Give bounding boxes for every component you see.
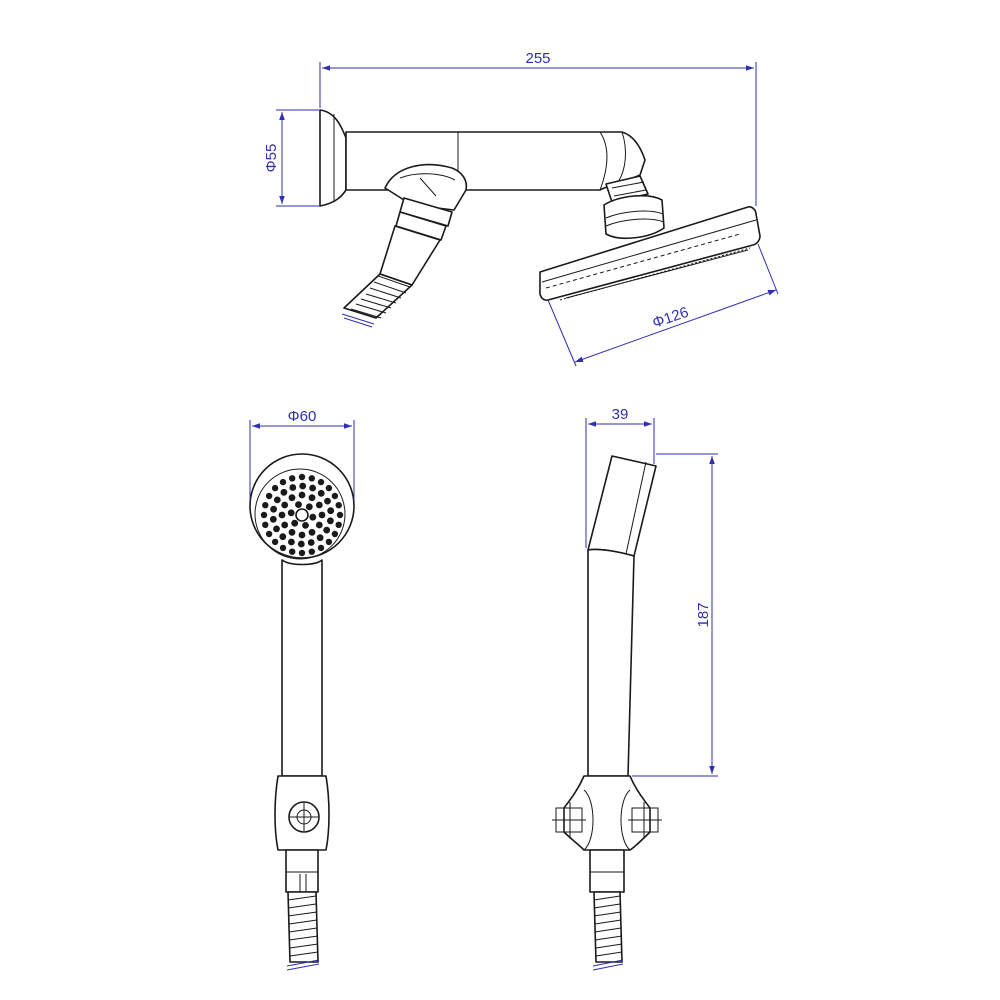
spray-hole	[288, 538, 295, 546]
dimension-arm-length: 255	[319, 50, 757, 206]
spray-hole	[278, 511, 286, 519]
spray-hole	[308, 548, 315, 555]
spray-hole	[279, 533, 287, 541]
spray-hole	[324, 497, 331, 505]
spray-hole	[308, 494, 316, 502]
spray-hole	[315, 521, 323, 529]
spray-hole	[262, 521, 269, 528]
spray-hole	[327, 507, 335, 515]
spray-hole	[327, 517, 334, 525]
overhead-shower-head	[539, 206, 761, 301]
spray-hole	[288, 528, 296, 536]
hose-side	[592, 891, 624, 971]
spray-hole	[307, 539, 315, 546]
spray-hole	[288, 494, 296, 502]
spray-hole	[335, 502, 342, 509]
dimension-hand-head-diameter: Φ60	[249, 408, 355, 500]
spray-hole	[281, 521, 289, 529]
hand-shower-side-view: 39 187	[552, 406, 718, 971]
spray-hole	[281, 501, 289, 509]
spray-hole	[279, 544, 287, 552]
spray-hole	[309, 484, 316, 492]
spray-hole	[280, 488, 288, 496]
dimension-label-flange-diameter: Φ55	[263, 144, 280, 173]
spray-hole	[325, 484, 333, 492]
dimension-flange-diameter: Φ55	[263, 109, 320, 207]
spray-hole	[295, 501, 302, 508]
spray-hole	[315, 501, 323, 509]
spray-hole	[298, 531, 306, 539]
spray-hole	[299, 482, 307, 490]
spray-hole	[271, 484, 279, 492]
spray-hole	[331, 492, 339, 500]
hose-outlet	[379, 163, 468, 286]
spray-hole	[316, 534, 324, 542]
spray-hole	[279, 478, 287, 486]
spray-hole	[273, 525, 280, 533]
hose-front	[286, 891, 320, 971]
spray-hole	[317, 544, 325, 552]
spray-hole	[336, 511, 344, 519]
spray-holes	[260, 473, 344, 557]
spray-hole	[273, 496, 281, 504]
spray-hole	[298, 549, 306, 557]
dimension-label-hand-length: 187	[695, 602, 712, 627]
spray-hole	[305, 503, 313, 511]
spray-hole	[335, 521, 342, 528]
spray-hole	[289, 475, 296, 482]
spray-hole	[297, 540, 305, 548]
spray-hole	[325, 538, 333, 546]
spray-hole	[262, 502, 269, 509]
spray-hole	[298, 473, 306, 481]
hose-top	[341, 273, 413, 328]
dimension-label-hand-head-diameter: Φ60	[288, 408, 317, 425]
spray-hole	[331, 530, 339, 538]
spray-hole	[265, 492, 273, 500]
dimension-hand-length: 187	[632, 453, 718, 777]
spray-hole	[302, 522, 309, 529]
spray-hole	[308, 475, 315, 482]
spray-hole	[298, 491, 306, 499]
wall-holder-front	[274, 775, 330, 893]
spray-hole	[309, 513, 317, 521]
head-connector	[603, 175, 665, 240]
spray-hole	[291, 519, 299, 527]
spray-hole	[289, 484, 297, 491]
hand-shower-head-side	[587, 455, 657, 557]
dimension-label-arm-length: 255	[525, 50, 550, 67]
spray-hole	[270, 505, 277, 513]
wall-flange	[319, 109, 347, 207]
spray-hole	[269, 515, 277, 523]
spray-hole	[265, 530, 273, 538]
spray-hole	[260, 511, 268, 519]
spray-hole	[317, 489, 325, 497]
spray-hole	[271, 538, 279, 546]
hand-shower-handle-side	[587, 548, 635, 777]
dimension-hand-head-depth: 39	[585, 406, 655, 548]
spray-hole	[289, 548, 296, 555]
dimension-label-hand-head-depth: 39	[612, 406, 629, 423]
hand-shower-front-view: Φ60	[249, 408, 355, 971]
spray-hole	[308, 528, 316, 536]
spray-hole	[323, 526, 331, 534]
wall-holder-side	[552, 775, 662, 893]
spray-hole	[287, 509, 295, 517]
spray-hole	[318, 511, 326, 519]
spray-hole	[317, 478, 325, 486]
hand-shower-handle	[281, 559, 323, 777]
wall-arm-shower-view: 255 Φ55 Φ126	[263, 50, 779, 367]
